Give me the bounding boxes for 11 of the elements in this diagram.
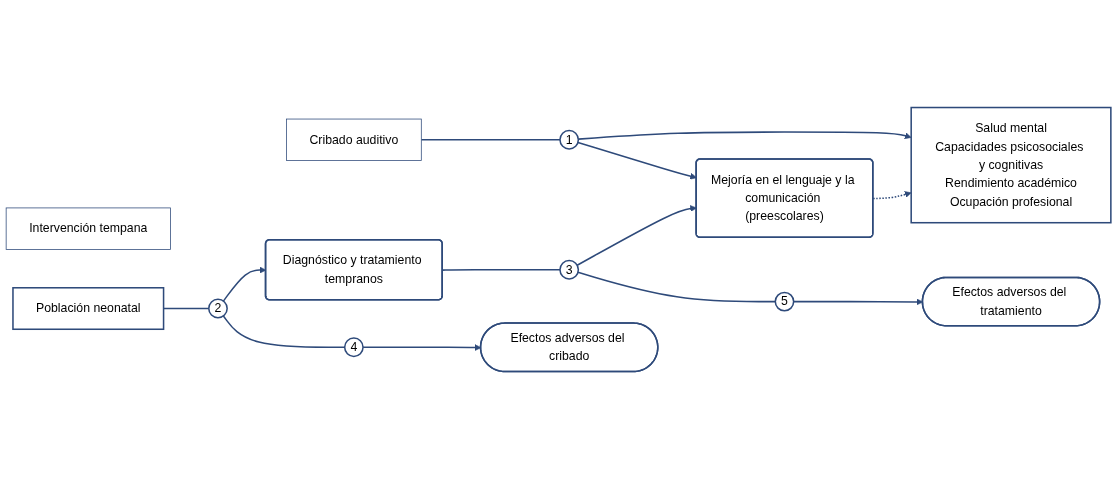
node-circle: 5 — [774, 291, 795, 312]
node-circle: 2 — [208, 298, 228, 319]
node-box: Salud mental Capacidades psicosociales y cognitivas Rendimiento académico Ocupación profesional — [910, 106, 1112, 224]
arrow — [576, 205, 697, 267]
arrow — [577, 141, 697, 180]
node-box: Población neonatal — [12, 287, 165, 331]
node-box: Cribado auditivo — [286, 118, 422, 161]
node-box: Intervención tempana — [5, 207, 171, 250]
node-circle: 4 — [343, 337, 364, 358]
node-circle: 3 — [559, 259, 580, 280]
node-circle: 1 — [559, 129, 580, 150]
